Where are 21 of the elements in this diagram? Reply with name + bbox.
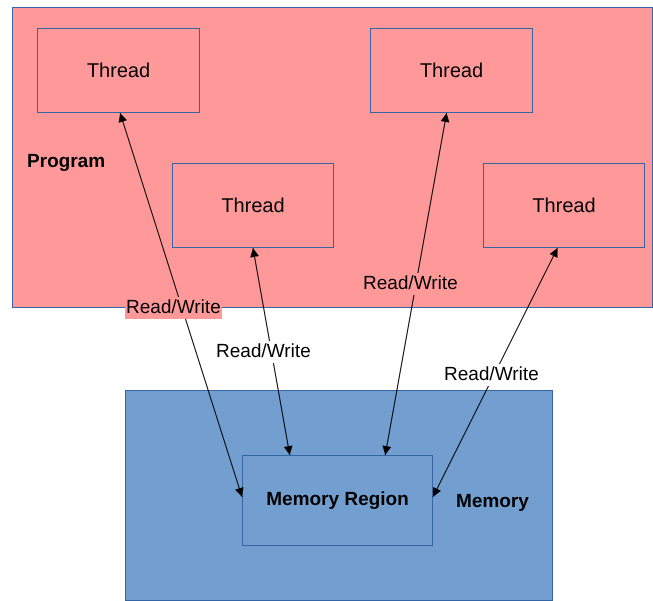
- node-label: Thread: [221, 194, 285, 218]
- double-arrow: [118, 112, 244, 498]
- thread-box: [172, 163, 334, 248]
- memory-area: [125, 390, 553, 601]
- node-label: Memory: [456, 490, 529, 514]
- double-arrow: [382, 112, 450, 456]
- node-label: Program: [27, 150, 106, 174]
- edge-label: Read/Write: [443, 364, 540, 386]
- edge-label: Read/Write: [362, 273, 459, 295]
- edge-label: Read/Write: [125, 297, 222, 319]
- thread-box: [370, 28, 533, 113]
- node-label: Thread: [420, 58, 484, 84]
- node-label: Memory Region: [266, 488, 409, 512]
- double-arrow: [250, 248, 293, 456]
- double-arrow: [432, 248, 558, 498]
- memory-region-box: [242, 455, 433, 546]
- thread-box: [37, 28, 200, 113]
- node-label: Thread: [86, 58, 150, 84]
- node-label: Thread: [532, 194, 596, 218]
- edge-label: Read/Write: [215, 341, 312, 363]
- thread-box: [483, 163, 645, 248]
